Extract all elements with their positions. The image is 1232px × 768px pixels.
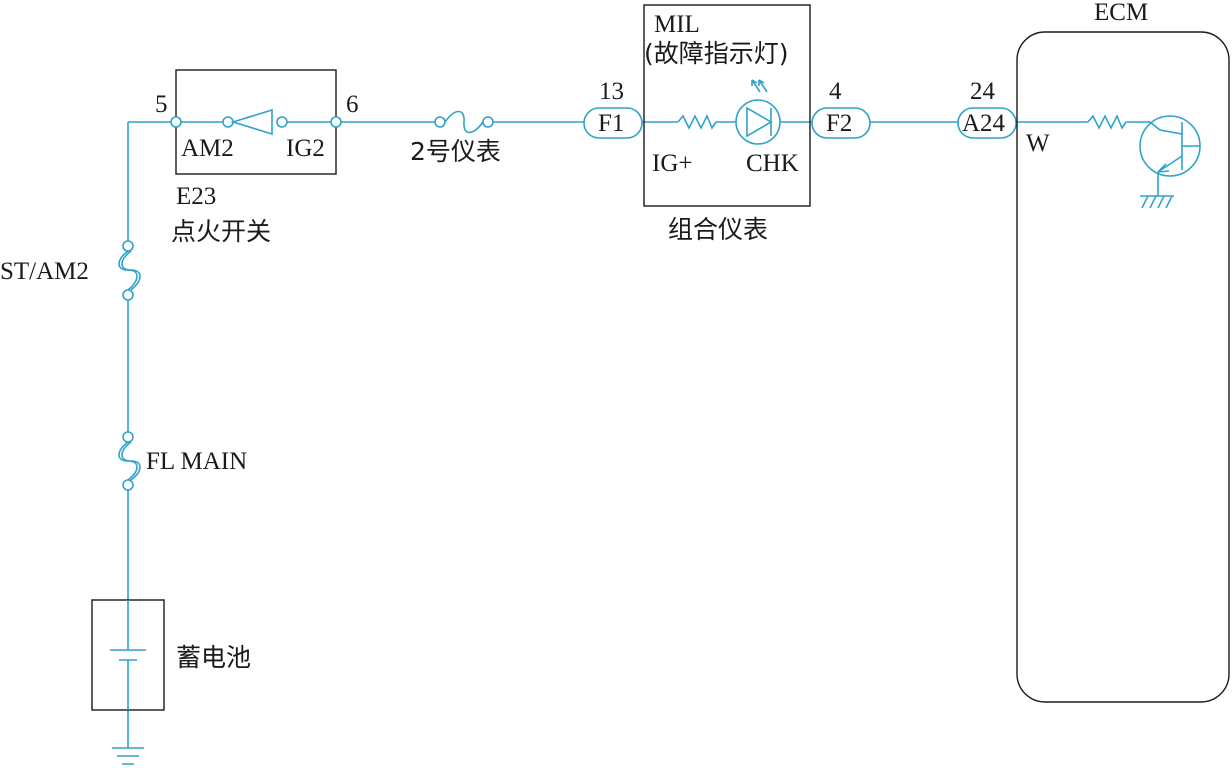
connector-f2-label: F2 xyxy=(826,110,852,137)
switch-contact-ig2 xyxy=(276,116,288,128)
resistor-icon xyxy=(677,114,717,130)
combination-meter-box xyxy=(643,4,811,207)
connector-f2-pin: 4 xyxy=(829,78,842,105)
switch-contact-ig2-label: IG2 xyxy=(286,135,325,162)
fuse-icon xyxy=(444,110,484,134)
connector-a24-body xyxy=(957,107,1017,139)
wire-network xyxy=(127,121,1150,748)
switch-pin-5: 5 xyxy=(155,91,168,118)
battery-label: 蓄电池 xyxy=(176,643,251,672)
connector-a24-label: A24 xyxy=(962,110,1006,137)
terminal-chk: CHK xyxy=(746,150,799,177)
ecm-label: ECM xyxy=(1094,0,1148,26)
led-light-rays-icon xyxy=(751,79,768,93)
mil-label: MIL xyxy=(654,11,700,38)
fuse-meter-label: 2号仪表 xyxy=(410,137,501,166)
connector-a24-pin: 24 xyxy=(970,78,996,105)
fuse-st-am2-label: ST/AM2 xyxy=(0,258,89,285)
fuse-fl-main-label: FL MAIN xyxy=(146,448,247,475)
ground-icon xyxy=(112,747,144,765)
ecm: ECM W xyxy=(1016,0,1230,703)
switch-pin-6: 6 xyxy=(346,91,359,118)
resistor-icon xyxy=(1087,114,1127,130)
switch-contact-am2-label: AM2 xyxy=(181,135,234,162)
switch-terminal-left xyxy=(170,116,182,128)
connector-f1-pin: 13 xyxy=(599,78,624,105)
connector-f2-body xyxy=(811,107,871,139)
connector-f2: F2 4 xyxy=(811,78,871,139)
fuse-meter: 2号仪表 xyxy=(410,110,501,166)
connector-f1-body xyxy=(583,107,643,139)
switch-name: 点火开关 xyxy=(171,217,271,246)
combination-meter-label: 组合仪表 xyxy=(668,215,768,244)
terminal-ig-plus: IG+ xyxy=(652,150,692,177)
fuse-fl-main: FL MAIN xyxy=(118,431,247,491)
ecm-terminal-w: W xyxy=(1026,130,1050,157)
connector-f1-label: F1 xyxy=(598,110,624,137)
switch-terminal-right xyxy=(330,116,342,128)
combination-meter: MIL (故障指示灯) IG+ CHK 组合仪表 xyxy=(643,4,811,244)
ignition-switch: 5 6 AM2 IG2 E23 点火开关 xyxy=(155,69,359,246)
led-icon xyxy=(735,99,781,145)
fuse-st-am2: ST/AM2 xyxy=(0,240,141,301)
mil-description: (故障指示灯) xyxy=(644,39,789,68)
switch-code: E23 xyxy=(176,183,216,210)
switch-blade-icon xyxy=(230,108,273,136)
connector-a24: A24 24 xyxy=(957,78,1017,139)
battery: 蓄电池 xyxy=(91,599,251,765)
connector-f1: F1 13 xyxy=(583,78,643,139)
ecm-box xyxy=(1016,31,1230,703)
